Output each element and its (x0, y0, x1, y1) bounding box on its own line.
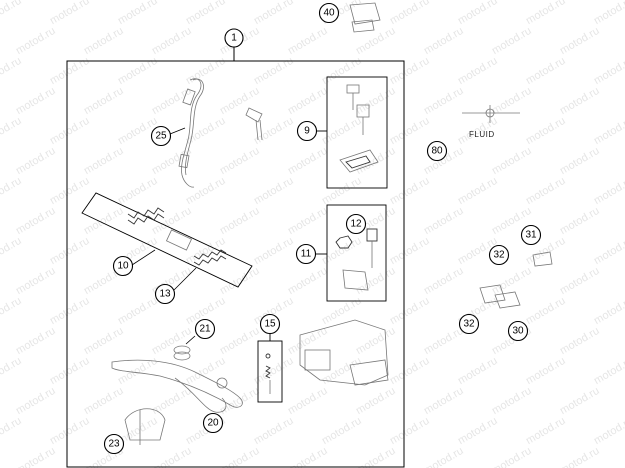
callout-15[interactable]: 15 (259, 313, 281, 335)
leader-10 (131, 249, 156, 266)
callout-25[interactable]: 25 (150, 125, 172, 147)
reservoir-cap-part-40 (349, 2, 381, 33)
piston-spring-assembly (127, 207, 227, 266)
parts-group-30-32 (479, 251, 553, 309)
subkit-box-10 (81, 192, 253, 288)
leader-25 (169, 127, 186, 135)
callout-20[interactable]: 20 (202, 412, 224, 434)
svg-text:31: 31 (525, 230, 537, 241)
callout-9[interactable]: 9 (296, 120, 318, 142)
fluid-symbol (462, 105, 520, 123)
callout-32b[interactable]: 32 (458, 313, 480, 335)
svg-text:12: 12 (350, 219, 362, 230)
svg-text:13: 13 (159, 289, 171, 300)
fluid-label: FLUID (469, 130, 495, 139)
svg-text:1: 1 (231, 33, 237, 44)
svg-text:10: 10 (117, 261, 129, 272)
svg-text:30: 30 (512, 326, 524, 337)
svg-text:32: 32 (463, 319, 475, 330)
svg-text:40: 40 (323, 8, 335, 19)
master-cylinder-body (299, 319, 389, 386)
callout-32a[interactable]: 32 (488, 244, 510, 266)
hose-part-25 (178, 78, 204, 188)
clamp-part-23 (124, 408, 166, 445)
callout-1[interactable]: 1 (224, 28, 244, 48)
callout-12[interactable]: 12 (345, 213, 367, 235)
callout-13[interactable]: 13 (154, 283, 176, 305)
bolt-part (245, 107, 263, 141)
callout-11[interactable]: 11 (295, 243, 317, 265)
callout-21[interactable]: 21 (194, 318, 216, 340)
parts-group-11 (335, 228, 378, 291)
leader-21 (185, 335, 196, 345)
svg-text:9: 9 (304, 126, 310, 137)
leader-13 (173, 267, 197, 291)
callout-23[interactable]: 23 (103, 433, 125, 455)
svg-text:20: 20 (207, 418, 219, 429)
svg-text:21: 21 (199, 324, 211, 335)
svg-text:25: 25 (155, 131, 167, 142)
svg-text:11: 11 (301, 249, 312, 260)
svg-text:23: 23 (108, 439, 120, 450)
parts-group-15 (265, 353, 271, 394)
subkit-box-9 (326, 76, 388, 189)
callout-31[interactable]: 31 (520, 224, 542, 246)
subkit-box-11 (326, 204, 387, 302)
svg-text:80: 80 (431, 146, 443, 157)
callout-30[interactable]: 30 (507, 320, 529, 342)
callout-40[interactable]: 40 (318, 2, 340, 24)
callout-10[interactable]: 10 (112, 255, 134, 277)
parts-group-9 (339, 84, 379, 173)
kit-boundary-box (66, 60, 405, 468)
part-21 (173, 345, 191, 361)
svg-text:32: 32 (493, 250, 505, 261)
brake-lever-part-20 (111, 359, 243, 413)
callout-80[interactable]: 80 (426, 140, 448, 162)
svg-text:15: 15 (264, 319, 276, 330)
